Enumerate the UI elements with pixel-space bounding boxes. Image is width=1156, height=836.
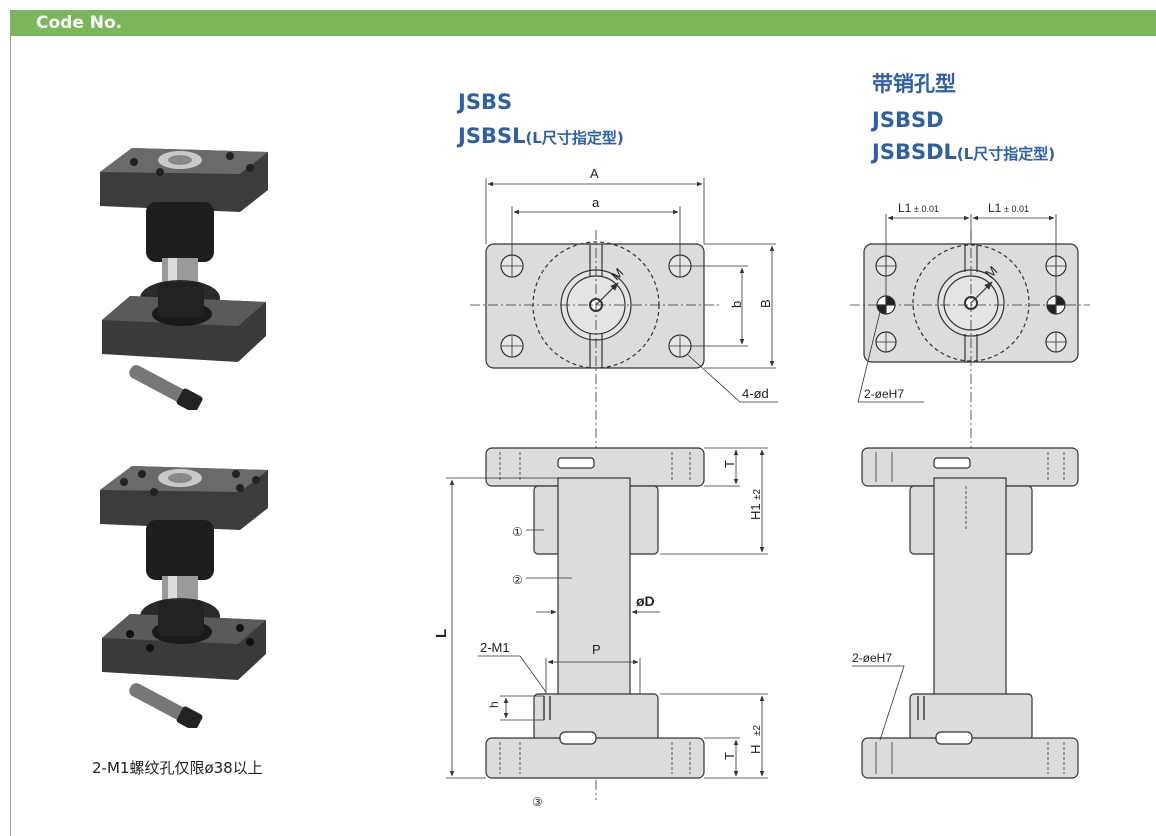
model-code-jsbsdl-code: JSBSDL — [872, 140, 957, 164]
dim-label-L1-left-tol: ± 0.01 — [914, 204, 939, 214]
jsbsd-side-view — [852, 447, 1079, 779]
pin-type-label: 带销孔型 — [872, 72, 956, 96]
dim-label-L1-right: L1 ± 0.01 — [988, 201, 1029, 215]
dim-label-A: A — [590, 166, 599, 181]
dim-label-D: øD — [636, 593, 655, 609]
part-balloon-3: ③ — [532, 795, 543, 809]
dim-label-T-top: T — [722, 460, 737, 468]
dim-label-L: L — [433, 629, 450, 638]
model-code-jsbsl-code: JSBSL — [458, 124, 526, 148]
dim-label-H1: H1 ±2 — [748, 489, 763, 520]
left-border-rule — [10, 36, 11, 836]
dim-label-M1: 2-M1 — [480, 640, 510, 655]
model-code-jsbsdl: JSBSDL(L尺寸指定型) — [872, 140, 1055, 164]
jsbsd-top-view — [850, 214, 1090, 448]
jsbs-top-view — [470, 178, 778, 448]
model-code-jsbs: JSBS — [458, 90, 513, 114]
dim-label-L1-left: L1 ± 0.01 — [898, 201, 939, 215]
dim-label-T-bottom: T — [722, 752, 737, 760]
model-code-jsbsl-note: (L尺寸指定型) — [525, 129, 624, 147]
dim-label-L1-right-tol: ± 0.01 — [1004, 204, 1029, 214]
dim-label-H1-text: H1 — [748, 503, 763, 520]
dim-label-L1-left-text: L1 — [898, 201, 912, 215]
dim-label-4d: 4-ød — [742, 386, 769, 401]
dim-label-H: H ±2 — [748, 725, 763, 754]
product-photo-top — [100, 148, 268, 410]
dim-label-H1-tol: ±2 — [752, 489, 763, 500]
model-code-jsbsd: JSBSD — [872, 108, 944, 132]
dim-label-eH7-top: 2-øeH7 — [864, 387, 904, 401]
part-balloon-1: ① — [512, 525, 523, 539]
dim-label-H-tol: ±2 — [752, 725, 763, 736]
jsbs-side-view — [446, 447, 768, 800]
dim-label-P: P — [592, 642, 601, 657]
header-bar: Code No. — [10, 10, 1156, 36]
dim-label-a: a — [592, 195, 600, 210]
product-photo-pin-type — [100, 466, 268, 728]
dim-label-H-text: H — [748, 745, 763, 754]
dim-label-b: b — [729, 301, 744, 308]
dim-label-eH7-side: 2-øeH7 — [852, 651, 892, 665]
dim-label-L1-right-text: L1 — [988, 201, 1002, 215]
dim-label-B: B — [758, 299, 773, 308]
header-title: Code No. — [36, 13, 123, 33]
caption-m1-note: 2-M1螺纹孔仅限ø38以上 — [92, 759, 263, 777]
model-code-jsbsdl-note: (L尺寸指定型) — [956, 145, 1056, 163]
model-code-jsbsl: JSBSL(L尺寸指定型) — [458, 124, 624, 148]
dim-label-h: h — [487, 701, 501, 708]
part-balloon-2: ② — [512, 573, 523, 587]
